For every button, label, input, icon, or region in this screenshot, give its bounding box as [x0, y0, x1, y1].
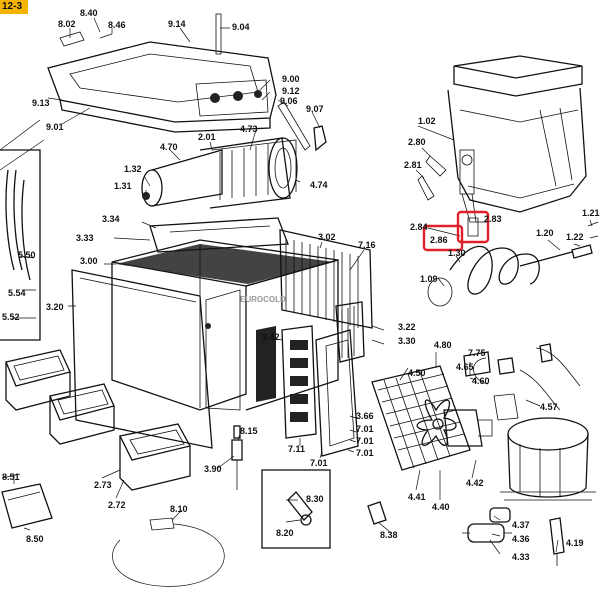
label-1-21: 1.21 — [582, 208, 600, 218]
label-4-57: 4.57 — [540, 402, 558, 412]
part-labels: 8.02 8.40 8.46 9.14 9.04 9.13 9.01 9.00 … — [2, 8, 600, 562]
label-1-22: 1.22 — [566, 232, 584, 242]
label-4-42: 4.42 — [466, 478, 484, 488]
label-5-50: 5.50 — [18, 250, 36, 260]
label-7-01-b: 7.01 — [356, 436, 374, 446]
label-2-83: 2.83 — [484, 214, 502, 224]
label-4-37: 4.37 — [512, 520, 530, 530]
hose-inset-part — [0, 149, 41, 341]
label-8-40: 8.40 — [80, 8, 98, 18]
label-9-01: 9.01 — [46, 122, 64, 132]
label-3-20: 3.20 — [46, 302, 64, 312]
label-1-31: 1.31 — [114, 181, 132, 191]
highlight-boxes — [422, 210, 490, 252]
label-2-01: 2.01 — [198, 132, 216, 142]
label-3-30: 3.30 — [398, 336, 416, 346]
highlight-box-2-86 — [422, 224, 464, 252]
label-7-01-c: 7.01 — [356, 448, 374, 458]
watermark-text: EUROCOLD — [240, 295, 286, 304]
label-2-80: 2.80 — [408, 137, 426, 147]
label-2-73: 2.73 — [94, 480, 112, 490]
label-8-46: 8.46 — [108, 20, 126, 30]
label-4-36: 4.36 — [512, 534, 530, 544]
drip-tray-part — [5, 349, 191, 491]
condenser-part — [371, 365, 471, 471]
label-1-09: 1.09 — [420, 274, 438, 284]
thermostat-part — [549, 517, 565, 566]
label-7-11: 7.11 — [288, 444, 305, 454]
main-frame-part: EUROCOLD — [111, 217, 373, 411]
label-1-02: 1.02 — [418, 116, 436, 126]
label-3-00: 3.00 — [80, 256, 98, 266]
label-4-40: 4.40 — [432, 502, 450, 512]
page-tag: 12-3 — [0, 0, 29, 14]
label-9-04: 9.04 — [232, 22, 250, 32]
electric-box-part — [1, 473, 53, 529]
label-8-50: 8.50 — [26, 534, 44, 544]
label-8-10: 8.10 — [170, 504, 188, 514]
label-5-52: 5.52 — [2, 312, 20, 322]
label-3-33: 3.33 — [76, 233, 94, 243]
label-8-38: 8.38 — [380, 530, 398, 540]
label-4-41: 4.41 — [408, 492, 426, 502]
label-4-73: 4.73 — [240, 124, 258, 134]
capacitor-part — [462, 507, 512, 543]
label-4-80: 4.80 — [434, 340, 452, 350]
label-3-02: 3.02 — [318, 232, 336, 242]
label-3-22: 3.22 — [398, 322, 416, 332]
relay-part — [463, 343, 581, 411]
label-4-50: 4.50 — [408, 368, 426, 378]
label-9-07: 9.07 — [306, 104, 324, 114]
label-5-54: 5.54 — [8, 288, 26, 298]
label-9-12: 9.12 — [282, 86, 300, 96]
label-8-20: 8.20 — [276, 528, 294, 538]
fan-part — [416, 399, 493, 447]
label-2-86: 2.86 — [430, 235, 448, 245]
compressor-part — [473, 357, 596, 501]
label-2-84: 2.84 — [410, 222, 428, 232]
label-8-15: 8.15 — [240, 426, 258, 436]
label-9-00: 9.00 — [282, 74, 300, 84]
label-4-19: 4.19 — [566, 538, 584, 548]
label-3-90: 3.90 — [204, 464, 222, 474]
label-8-30: 8.30 — [306, 494, 324, 504]
evaporator-cylinder-part — [141, 137, 298, 209]
label-2-81: 2.81 — [404, 160, 422, 170]
label-3-66: 3.66 — [356, 411, 374, 421]
label-4-60: 4.60 — [472, 376, 490, 386]
label-9-13: 9.13 — [32, 98, 50, 108]
label-9-06: 9.06 — [280, 96, 298, 106]
label-3-34: 3.34 — [102, 214, 120, 224]
label-4-74: 4.74 — [310, 180, 328, 190]
label-7-01-d: 7.01 — [310, 458, 328, 468]
detail-box-part — [261, 469, 387, 549]
label-1-30: 1.30 — [448, 248, 466, 258]
label-7-01-a: 7.01 — [356, 424, 374, 434]
label-4-65: 4.65 — [456, 362, 474, 372]
leader-lines — [0, 17, 593, 555]
label-9-14: 9.14 — [168, 19, 186, 29]
label-4-70: 4.70 — [160, 142, 178, 152]
label-1-32: 1.32 — [124, 164, 142, 174]
auger-part — [427, 217, 599, 307]
label-3-42: 3.42 — [262, 332, 280, 342]
label-7-75: 7.75 — [468, 348, 486, 358]
control-panel-part — [281, 301, 365, 457]
sensor-part — [231, 425, 243, 490]
label-8-02: 8.02 — [58, 19, 76, 29]
power-cord-part — [112, 517, 225, 587]
label-2-72: 2.72 — [108, 500, 126, 510]
label-7-16: 7.16 — [358, 240, 376, 250]
side-panel-part — [71, 269, 213, 449]
label-4-33: 4.33 — [512, 552, 530, 562]
label-1-20: 1.20 — [536, 228, 554, 238]
bowl-part — [417, 55, 587, 223]
label-8-51: 8.51 — [2, 472, 20, 482]
highlight-box-2-83 — [456, 210, 490, 244]
